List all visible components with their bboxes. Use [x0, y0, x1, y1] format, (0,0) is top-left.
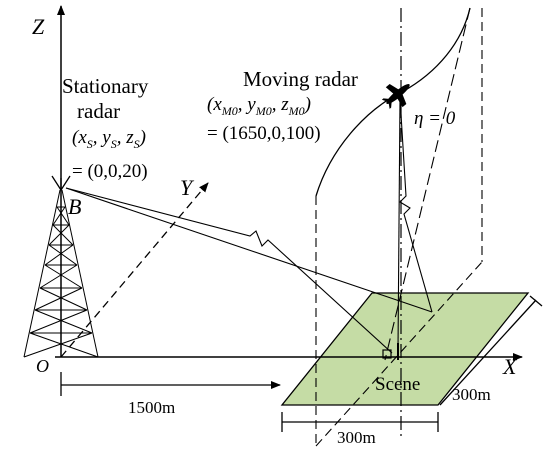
distance-label: 1500m — [128, 398, 175, 417]
y-axis-label: Y — [180, 175, 195, 200]
moving-radar-coord-value: = (1650,0,100) — [207, 123, 321, 144]
stationary-ray-to-edge — [65, 187, 433, 313]
aircraft-icon — [381, 83, 410, 109]
origin-label: O — [36, 356, 49, 376]
scene-width-label: 300m — [337, 428, 376, 447]
stationary-ray-to-center — [65, 187, 393, 354]
moving-ray-to-center — [397, 97, 401, 351]
moving-radar-title: Moving radar — [243, 67, 358, 91]
point-b-label: B — [68, 194, 81, 219]
scene-axis-line — [384, 7, 471, 361]
scene-depth-tick — [529, 295, 543, 307]
radar-tower — [23, 189, 99, 358]
stationary-radar-coord-value: = (0,0,20) — [72, 161, 148, 182]
scene-area — [280, 292, 530, 406]
stationary-radar-title-1: Stationary — [62, 74, 149, 98]
x-axis-label: X — [502, 354, 518, 379]
scene-label: Scene — [375, 374, 420, 395]
eta-label: η = 0 — [414, 108, 456, 129]
stationary-antenna-icon — [51, 175, 71, 191]
moving-radar-coord-symbol: (xM0, yM0, zM0) — [207, 94, 311, 118]
moving-ray-to-scene — [399, 97, 433, 313]
stationary-radar-title-2: radar — [77, 99, 120, 123]
y-axis — [60, 182, 209, 358]
scene-depth-label: 300m — [452, 385, 491, 404]
scene-center-marker — [382, 349, 392, 359]
z-axis-label: Z — [32, 14, 45, 39]
stationary-radar-coord-symbol: (xS, yS, zS) — [72, 127, 146, 151]
scene-depth-dimension — [439, 299, 537, 406]
